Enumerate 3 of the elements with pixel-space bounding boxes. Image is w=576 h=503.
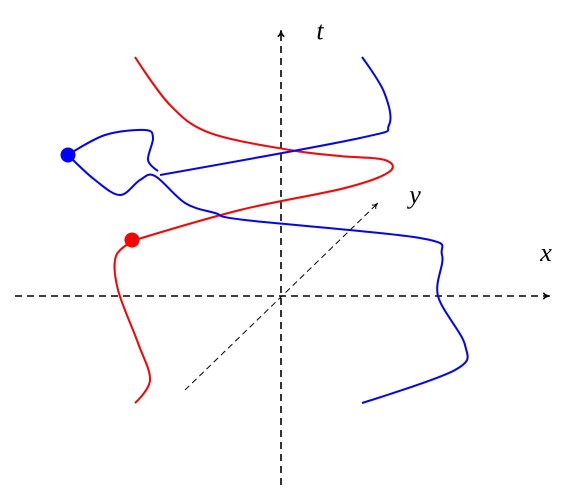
axis-label: t [318, 24, 324, 40]
axis-label: x [540, 249, 552, 261]
axis-label: y [407, 191, 421, 209]
